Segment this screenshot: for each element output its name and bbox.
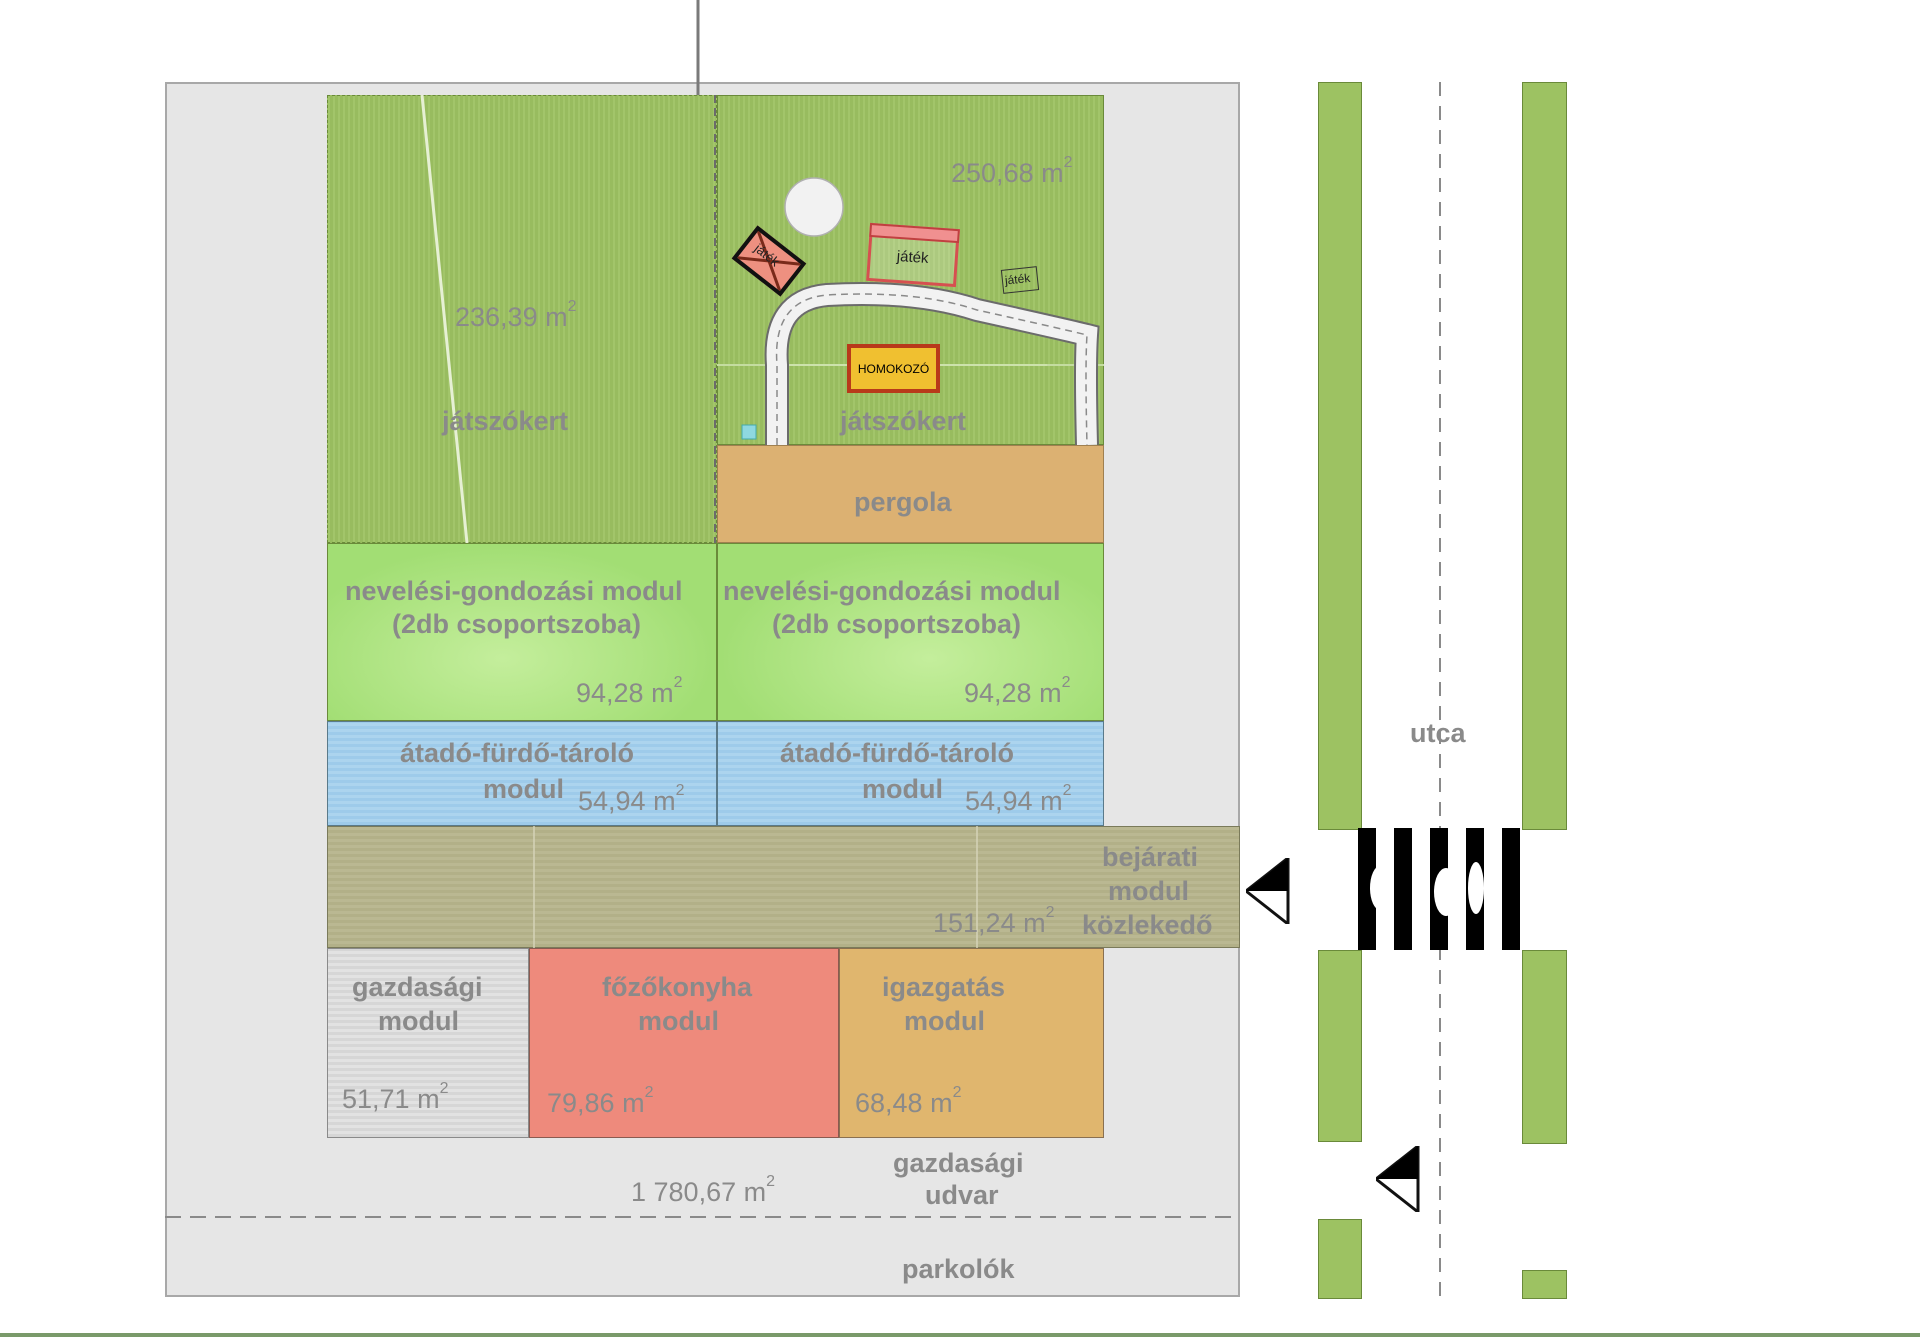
playground-right-area: 250,68 m2 [951, 154, 1073, 188]
sandbox: HOMOKOZÓ [847, 344, 940, 393]
bath-right-line1: átadó-fürdő-tároló [780, 738, 1014, 768]
entrance-line3: közlekedő [1082, 910, 1213, 940]
street-strip-left-top [1318, 82, 1362, 830]
group-module-left [327, 543, 717, 721]
crosswalk [1358, 828, 1520, 950]
bath-module-left [327, 721, 717, 826]
yard-entrance-arrow-icon [1376, 1146, 1420, 1212]
parking-label: parkolók [902, 1254, 1015, 1284]
street-centerline [1439, 82, 1441, 1297]
entrance-module [327, 826, 1240, 948]
utility-line1: gazdasági [352, 972, 483, 1002]
utility-line2: modul [378, 1006, 459, 1036]
sandbox-label: HOMOKOZÓ [857, 361, 930, 376]
cross-icon [737, 230, 801, 292]
yard-line2: udvar [925, 1180, 999, 1210]
kitchen-line1: főzőkonyha [602, 972, 753, 1002]
utility-module [327, 948, 529, 1138]
play-item-2-label: játék [896, 247, 930, 268]
admin-module [839, 948, 1104, 1138]
play-item-2: játék [866, 222, 960, 288]
playground-left-area: 236,39 m2 [455, 298, 577, 332]
playground-right-label: játszókert [840, 406, 967, 436]
admin-line1: igazgatás [882, 972, 1006, 1002]
entrance-gridlines [533, 826, 978, 948]
bath-right-area: 54,94 m2 [965, 782, 1072, 816]
street-strip-right-top [1522, 82, 1567, 830]
group-right-line1: nevelési-gondozási modul [723, 576, 1061, 606]
parking-boundary [165, 1216, 1240, 1218]
pergola-label: pergola [854, 487, 952, 517]
bath-left-area: 54,94 m2 [578, 782, 685, 816]
group-left-line1: nevelési-gondozási modul [345, 576, 683, 606]
play-item-1: játék [731, 225, 807, 297]
utility-area: 51,71 m2 [342, 1080, 449, 1114]
bath-module-right [717, 721, 1104, 826]
playground-left-label: játszókert [442, 406, 569, 436]
bath-left-line2: modul [483, 774, 564, 804]
playground-left [327, 95, 717, 543]
admin-area: 68,48 m2 [855, 1084, 962, 1118]
entrance-line2: modul [1108, 876, 1189, 906]
kitchen-area: 79,86 m2 [547, 1084, 654, 1118]
entrance-line1: bejárati [1102, 842, 1199, 872]
group-right-area: 94,28 m2 [964, 674, 1071, 708]
street-strip-right-bottom [1522, 1270, 1567, 1299]
yard-line1: gazdasági [893, 1148, 1024, 1178]
bottom-rule [0, 1333, 1920, 1337]
entrance-area: 151,24 m2 [933, 904, 1055, 938]
street-strip-left-bottom [1318, 1219, 1362, 1299]
street-strip-right-mid [1522, 950, 1567, 1144]
group-right-line2: (2db csoportszoba) [772, 609, 1022, 639]
admin-line2: modul [904, 1006, 985, 1036]
group-module-right [717, 543, 1104, 721]
entrance-arrow-icon [1246, 858, 1290, 924]
group-left-area: 94,28 m2 [576, 674, 683, 708]
path-line [420, 95, 716, 543]
kitchen-module [529, 948, 839, 1138]
street-label: utca [1410, 718, 1466, 748]
group-left-line2: (2db csoportszoba) [392, 609, 642, 639]
kitchen-line2: modul [638, 1006, 719, 1036]
play-item-3-label: játék [1004, 270, 1031, 288]
yard-area: 1 780,67 m2 [631, 1173, 775, 1207]
bath-right-line2: modul [862, 774, 943, 804]
bath-left-line1: átadó-fürdő-tároló [400, 738, 634, 768]
play-item-3: játék [1000, 266, 1040, 294]
pergola [717, 445, 1104, 543]
street-strip-left-mid [1318, 950, 1362, 1142]
